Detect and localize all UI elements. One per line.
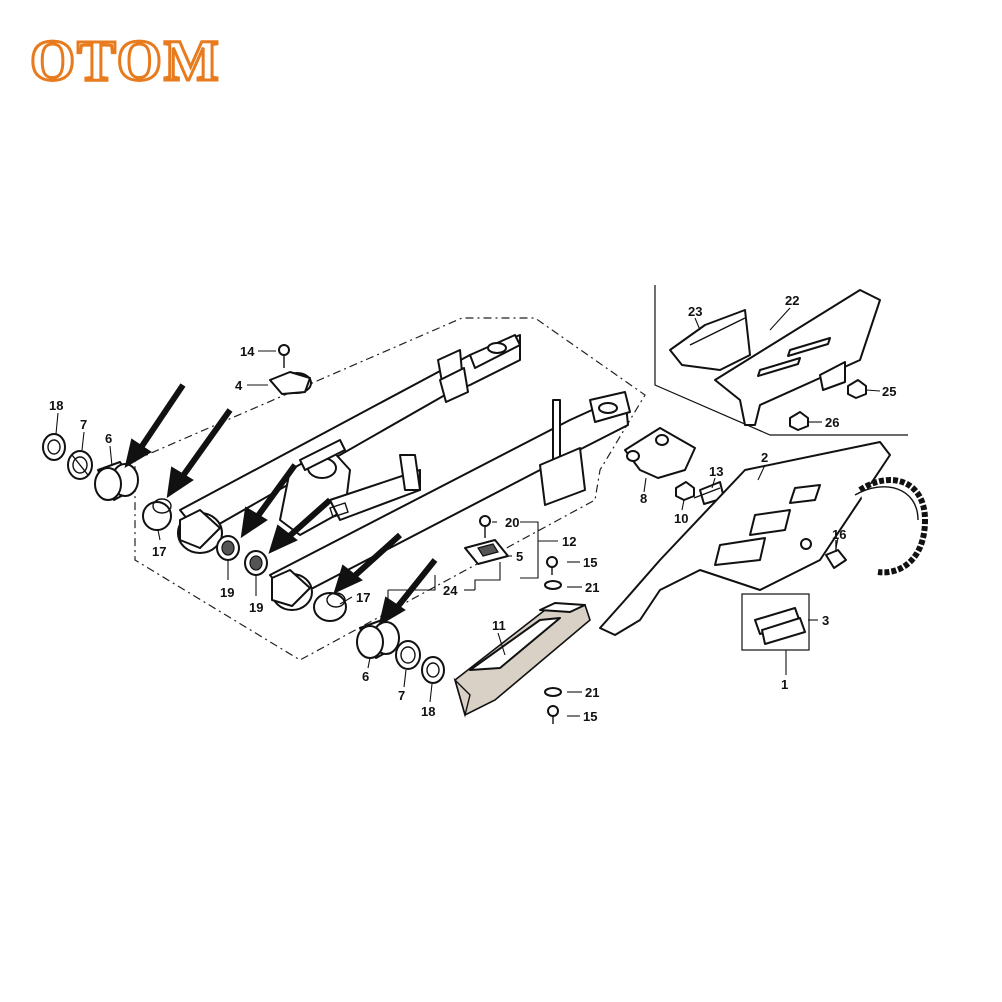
callout-21-top: 21: [585, 580, 599, 595]
callout-17-left: 17: [152, 544, 166, 559]
callout-2: 2: [761, 450, 768, 465]
callout-10: 10: [674, 511, 688, 526]
callout-13: 13: [709, 464, 723, 479]
callout-5: 5: [516, 549, 523, 564]
otom-logo: OTOM: [29, 28, 221, 90]
bolt-part-25: [847, 379, 867, 399]
callout-22: 22: [785, 293, 799, 308]
master-link-part-3: [741, 593, 810, 651]
callout-6-left: 6: [105, 431, 112, 446]
callout-15-bottom: 15: [583, 709, 597, 724]
collar-part-6-left: [94, 461, 139, 501]
callout-7-left: 7: [80, 417, 87, 432]
callout-14: 14: [240, 344, 255, 359]
bushing-part-17-left: [142, 498, 172, 531]
callout-24: 24: [443, 583, 458, 598]
swingarm-group-outline: [134, 317, 646, 661]
callout-19-b: 19: [249, 600, 263, 615]
callout-4: 4: [235, 378, 243, 393]
callout-20: 20: [505, 515, 519, 530]
callout-8: 8: [640, 491, 647, 506]
callout-15-top: 15: [583, 555, 597, 570]
callout-6-right: 6: [362, 669, 369, 684]
callout-11: 11: [492, 618, 506, 633]
callout-17-right: 17: [356, 590, 370, 605]
callout-3: 3: [822, 613, 829, 628]
chain-guard-inset-border: [654, 285, 908, 436]
bracket-part-23: [669, 309, 751, 371]
callout-26: 26: [825, 415, 839, 430]
seal-part-18-left: [42, 433, 66, 461]
washer-part-21-bottom: [544, 687, 562, 697]
seal-part-18-right: [421, 656, 445, 684]
bearing-part-7-left: [67, 450, 93, 480]
chain-guide-bracket-part-8: [624, 427, 696, 479]
bushing-part-17-right: [313, 592, 347, 622]
callout-25: 25: [882, 384, 896, 399]
drive-chain: [854, 477, 928, 576]
bolt-part-26: [789, 411, 809, 431]
callout-18-left: 18: [49, 398, 63, 413]
bearing-part-7-right: [395, 640, 421, 670]
collar-part-6-right: [356, 619, 400, 659]
swingarm: [177, 334, 631, 611]
needle-bearing-part-19-a: [216, 535, 240, 561]
callout-1: 1: [781, 677, 788, 692]
callout-18-right: 18: [421, 704, 435, 719]
callout-12: 12: [562, 534, 576, 549]
callout-16: 16: [832, 527, 846, 542]
callout-7-right: 7: [398, 688, 405, 703]
leader-lines: [55, 307, 881, 717]
highlight-arrows: [124, 383, 438, 627]
washer-part-21-top: [544, 580, 562, 590]
callout-21-bottom: 21: [585, 685, 599, 700]
screw-part-15-top: [546, 556, 558, 575]
clamp-part-4: [269, 371, 312, 395]
screw-part-20: [479, 515, 491, 538]
needle-bearing-part-19-b: [244, 550, 268, 576]
nut-part-10: [675, 481, 695, 501]
bolt-part-14: [278, 344, 290, 368]
slider-clip-part-5: [464, 539, 509, 565]
logo-text: OTOM: [30, 28, 221, 90]
callout-19-a: 19: [220, 585, 234, 600]
chain-guide-plate-part-22: [714, 289, 881, 426]
callout-labels: 14 4 18 7 6 17 19 19 17 24 6 7 18 20 12 …: [49, 293, 896, 724]
callout-23: 23: [688, 304, 702, 319]
chain-guard-part-2: [599, 441, 891, 636]
screw-part-15-bottom: [547, 705, 559, 724]
chain-slider-part-11: [453, 602, 591, 718]
